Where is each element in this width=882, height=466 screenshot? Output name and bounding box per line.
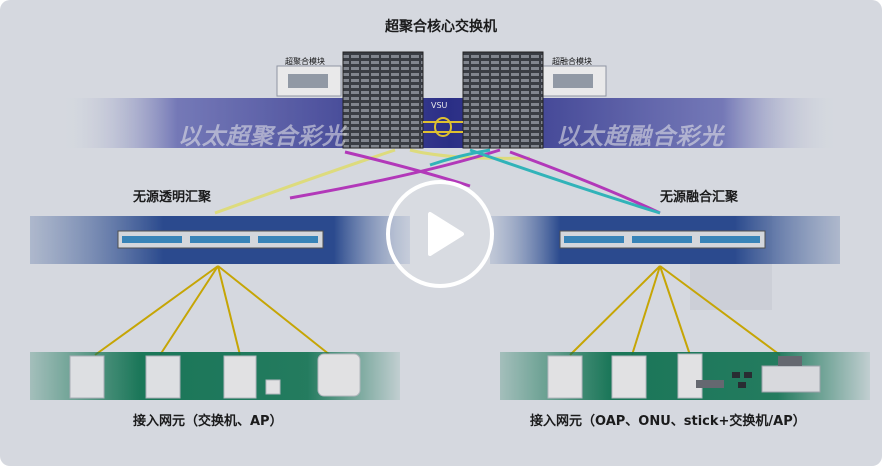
right-passive-ports-1 (564, 236, 624, 243)
right-access-label: 接入网元（OAP、ONU、stick+交换机/AP） (530, 414, 806, 429)
access-stick (696, 380, 724, 388)
fiber-magenta-3 (509, 150, 661, 215)
core-switch-right (462, 51, 544, 149)
core-switch-left (342, 51, 424, 149)
fiber-magenta-2 (289, 148, 501, 200)
play-icon (428, 212, 464, 256)
access-oap-1 (547, 355, 583, 399)
left-module-image (288, 74, 328, 88)
access-oap-2 (611, 355, 647, 399)
right-passive-ports-3 (700, 236, 760, 243)
left-passive-ports-2 (190, 236, 250, 243)
access-port-2 (744, 372, 752, 378)
right-module-image (553, 74, 593, 88)
fiber-cyan-1 (469, 148, 661, 215)
right-passive-ports-2 (632, 236, 692, 243)
vsu-label: VSU (431, 101, 448, 110)
left-passive-ports-1 (122, 236, 182, 243)
right-access-links (569, 265, 781, 356)
access-switch-2 (145, 355, 181, 399)
access-sfp-module (778, 356, 802, 366)
access-port-3 (738, 382, 746, 388)
diagram-title: 超聚合核心交换机 (385, 19, 497, 35)
access-switch-small (761, 365, 821, 393)
play-button[interactable] (386, 180, 494, 288)
right-band-label: 以太超融合彩光 (556, 124, 724, 150)
access-port-1 (732, 372, 740, 378)
left-access-label: 接入网元（交换机、AP） (133, 414, 283, 429)
fiber-cyan-2 (429, 148, 491, 167)
left-aggregation-label: 无源透明汇聚 (133, 190, 212, 205)
left-passive-ports-3 (258, 236, 318, 243)
left-access-links (94, 265, 331, 356)
vsu-ring (434, 117, 452, 137)
access-ap-1 (223, 355, 257, 399)
left-module-label: 超聚合模块 (285, 57, 325, 66)
left-band-label: 以太超聚合彩光 (178, 124, 346, 150)
access-ap-3 (317, 353, 361, 397)
access-ap-2 (265, 379, 281, 395)
access-onu (677, 353, 703, 399)
fiber-left-yellow (214, 148, 396, 215)
right-aggregation-label: 无源融合汇聚 (660, 190, 739, 205)
left-module-box (276, 65, 342, 97)
access-switch-1 (69, 355, 105, 399)
right-module-label: 超融合模块 (552, 57, 592, 66)
